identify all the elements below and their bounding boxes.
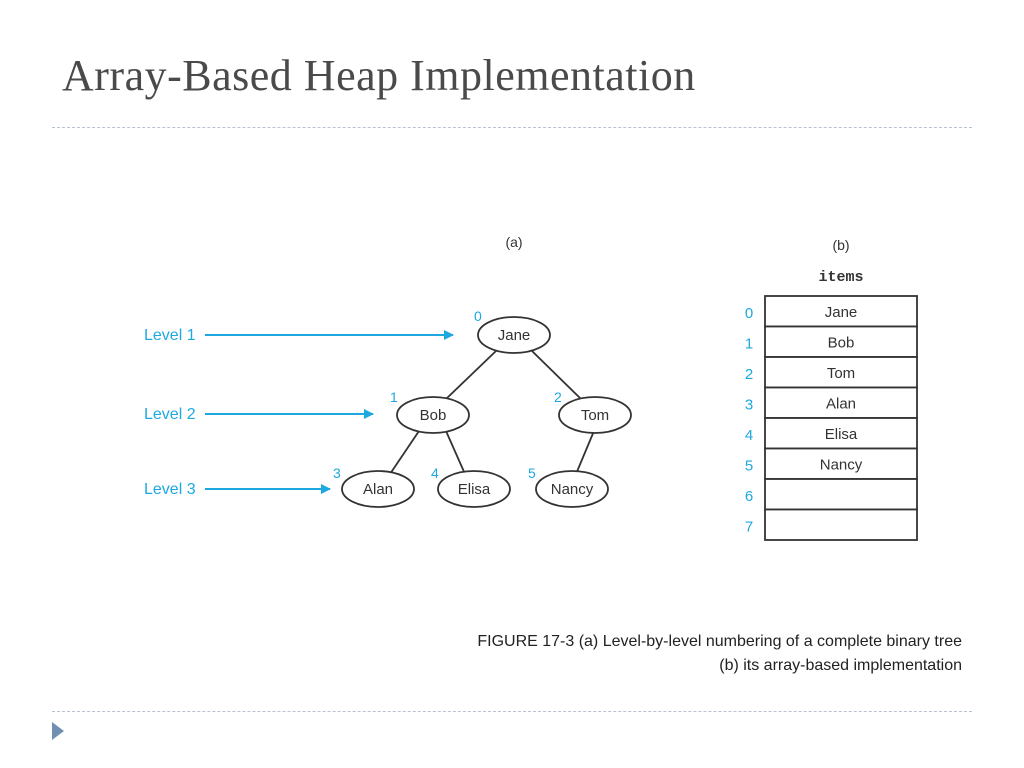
array-index: 2 xyxy=(745,366,753,383)
tree-edge xyxy=(445,430,466,475)
node-index: 4 xyxy=(431,465,439,481)
array-row-5: Nancy 5 xyxy=(745,447,918,480)
node-name: Bob xyxy=(420,407,447,424)
array-index: 3 xyxy=(745,397,753,414)
node-shape xyxy=(396,396,470,434)
array-index: 1 xyxy=(745,336,753,353)
array-row-1: Bob 1 xyxy=(745,325,918,358)
array-table: Jane 0 Bob 1 Tom 2 Alan 3 Elisa 4 Nancy … xyxy=(745,295,918,541)
array-row-7: 7 xyxy=(745,508,918,541)
tree-node-3: Alan 3 xyxy=(333,465,415,508)
node-index: 1 xyxy=(390,389,398,405)
play-triangle-icon xyxy=(52,722,64,740)
level-1: Level 1 xyxy=(144,327,454,344)
tree-node-2: Tom 2 xyxy=(554,389,632,434)
node-index: 3 xyxy=(333,465,341,481)
tree-edge xyxy=(575,430,595,475)
caption-line-2: (b) its array-based implementation xyxy=(719,657,962,674)
level-label: Level 1 xyxy=(144,327,196,344)
array-name: items xyxy=(818,269,863,286)
tree-edge xyxy=(445,350,497,400)
array-cell xyxy=(764,447,918,480)
level-2: Level 2 xyxy=(144,406,374,423)
level-3: Level 3 xyxy=(144,481,331,498)
title-divider xyxy=(52,127,972,128)
level-label: Level 2 xyxy=(144,406,196,423)
node-name: Alan xyxy=(363,481,393,498)
node-shape xyxy=(558,396,632,434)
array-panel-label: (b) xyxy=(832,237,849,253)
figure-caption: FIGURE 17-3 (a) Level-by-level numbering… xyxy=(362,630,962,678)
tree-node-1: Bob 1 xyxy=(390,389,470,434)
node-shape xyxy=(341,470,415,508)
array-cell xyxy=(764,508,918,541)
tree-node-4: Elisa 4 xyxy=(431,465,511,508)
array-row-4: Elisa 4 xyxy=(745,417,918,450)
array-cell-value: Jane xyxy=(825,304,858,321)
array-index: 5 xyxy=(745,458,753,475)
tree-edge xyxy=(389,430,420,475)
array-cell xyxy=(764,325,918,358)
tree-edge xyxy=(531,350,582,400)
tree-panel-label: (a) xyxy=(505,234,522,250)
node-index: 2 xyxy=(554,389,562,405)
node-name: Jane xyxy=(498,327,531,344)
slide-title: Array-Based Heap Implementation xyxy=(62,51,696,100)
node-shape xyxy=(535,470,609,508)
array-cell-value: Nancy xyxy=(820,457,863,474)
node-index: 0 xyxy=(474,308,482,324)
footer-divider xyxy=(52,711,972,712)
caption-line-1: FIGURE 17-3 (a) Level-by-level numbering… xyxy=(477,633,962,650)
array-cell xyxy=(764,417,918,450)
array-index: 6 xyxy=(745,488,753,505)
array-cell-value: Elisa xyxy=(825,426,858,443)
array-row-0: Jane 0 xyxy=(745,295,918,328)
tree-edges xyxy=(389,350,595,475)
array-cell-value: Alan xyxy=(826,396,856,413)
array-index: 0 xyxy=(745,305,753,322)
node-name: Tom xyxy=(581,407,609,424)
node-shape xyxy=(477,316,551,354)
node-shape xyxy=(437,470,511,508)
array-row-6: 6 xyxy=(745,478,918,511)
node-index: 5 xyxy=(528,465,536,481)
array-index: 4 xyxy=(745,427,753,444)
level-label: Level 3 xyxy=(144,481,196,498)
array-row-3: Alan 3 xyxy=(745,386,918,419)
array-cell-value: Bob xyxy=(828,335,855,352)
array-row-2: Tom 2 xyxy=(745,356,918,389)
tree-node-0: Jane 0 xyxy=(474,308,551,354)
tree-node-5: Nancy 5 xyxy=(528,465,609,508)
node-name: Elisa xyxy=(458,481,491,498)
array-cell xyxy=(764,478,918,511)
node-name: Nancy xyxy=(551,481,594,498)
array-index: 7 xyxy=(745,519,753,536)
array-cell-value: Tom xyxy=(827,365,855,382)
